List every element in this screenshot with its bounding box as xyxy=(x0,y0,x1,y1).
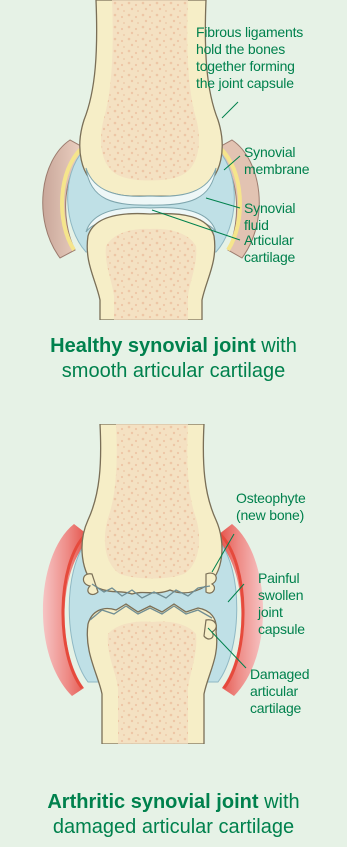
label-painful-swollen-capsule: Painful swollen joint capsule xyxy=(258,570,305,638)
arthritic-caption-bold: Arthritic synovial joint xyxy=(47,791,258,813)
healthy-caption-line2: smooth articular cartilage xyxy=(0,359,347,384)
arthritic-caption-rest: with xyxy=(259,791,300,813)
healthy-caption-rest: with xyxy=(256,335,297,357)
arthritic-caption: Arthritic synovial joint with damaged ar… xyxy=(0,790,347,840)
label-synovial-fluid: Synovial fluid xyxy=(244,200,295,234)
label-articular-cartilage: Articular cartilage xyxy=(244,232,295,266)
healthy-caption-bold: Healthy synovial joint xyxy=(50,335,256,357)
healthy-caption: Healthy synovial joint with smooth artic… xyxy=(0,334,347,384)
label-synovial-membrane: Synovial membrane xyxy=(244,144,309,178)
label-fibrous-ligaments: Fibrous ligaments hold the bones togethe… xyxy=(196,24,346,92)
label-damaged-cartilage: Damaged articular cartilage xyxy=(250,666,309,717)
arthritic-caption-line2: damaged articular cartilage xyxy=(0,815,347,840)
label-osteophyte: Osteophyte (new bone) xyxy=(236,490,306,524)
